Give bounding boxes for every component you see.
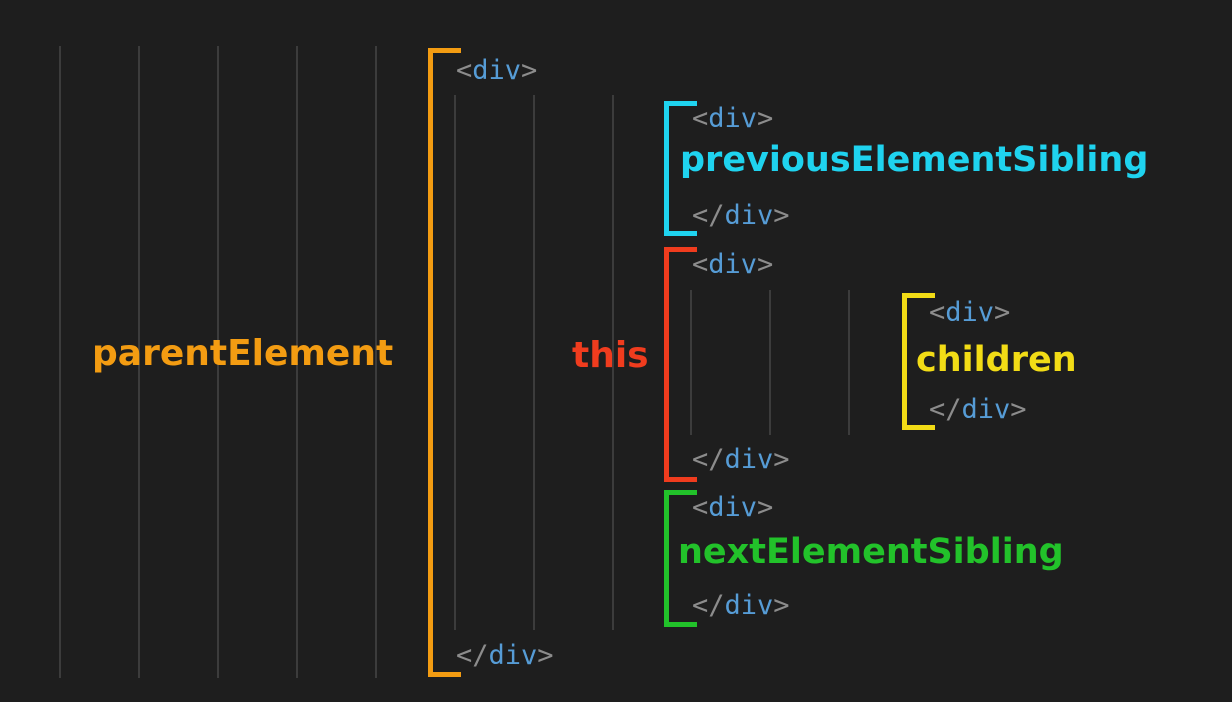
indent-guide — [454, 95, 456, 630]
tag-bracket: < — [692, 492, 709, 523]
tag-bracket: > — [757, 103, 774, 134]
tag-name: div — [724, 200, 774, 231]
previous-open-tag: <div> — [692, 104, 773, 134]
tag-bracket: </ — [692, 590, 725, 621]
children-open-tag: <div> — [929, 298, 1010, 328]
previous-element-sibling-bracket — [664, 101, 697, 236]
children-label: children — [916, 340, 1077, 380]
parent-open-tag: <div> — [456, 56, 537, 86]
tag-bracket: > — [521, 55, 538, 86]
tag-bracket: </ — [692, 200, 725, 231]
tag-name: div — [961, 394, 1011, 425]
parent-element-label: parentElement — [92, 333, 394, 374]
parent-close-tag: </div> — [456, 641, 554, 671]
tag-name: div — [488, 640, 538, 671]
tag-name: div — [708, 249, 758, 280]
tag-bracket: < — [929, 297, 946, 328]
tag-bracket: > — [773, 590, 790, 621]
indent-guide — [296, 46, 298, 678]
indent-guide — [375, 46, 377, 678]
children-bracket — [902, 293, 935, 430]
tag-bracket: > — [994, 297, 1011, 328]
indent-guide — [217, 46, 219, 678]
this-close-tag: </div> — [692, 445, 790, 475]
tag-bracket: </ — [692, 444, 725, 475]
indent-guide — [533, 95, 535, 630]
tag-bracket: > — [537, 640, 554, 671]
tag-name: div — [708, 492, 758, 523]
indent-guide — [138, 46, 140, 678]
tag-name: div — [724, 590, 774, 621]
tag-bracket: > — [1010, 394, 1027, 425]
tag-bracket: </ — [456, 640, 489, 671]
tag-bracket: < — [456, 55, 473, 86]
tag-bracket: > — [757, 249, 774, 280]
next-close-tag: </div> — [692, 591, 790, 621]
this-label: this — [572, 335, 649, 376]
tag-bracket: > — [773, 200, 790, 231]
this-bracket — [664, 247, 697, 482]
parent-element-bracket — [428, 48, 461, 677]
tag-bracket: </ — [929, 394, 962, 425]
tag-name: div — [724, 444, 774, 475]
this-open-tag: <div> — [692, 250, 773, 280]
indent-guide — [769, 290, 771, 435]
tag-name: div — [945, 297, 995, 328]
indent-guide — [690, 290, 692, 435]
indent-guide — [59, 46, 61, 678]
next-element-sibling-bracket — [664, 490, 697, 627]
tag-bracket: > — [757, 492, 774, 523]
indent-guide — [848, 290, 850, 435]
next-element-sibling-label: nextElementSibling — [678, 532, 1064, 572]
children-close-tag: </div> — [929, 395, 1027, 425]
indent-guide — [612, 95, 614, 630]
previous-element-sibling-label: previousElementSibling — [680, 140, 1149, 180]
tag-name: div — [708, 103, 758, 134]
previous-close-tag: </div> — [692, 201, 790, 231]
tag-name: div — [472, 55, 522, 86]
tag-bracket: < — [692, 249, 709, 280]
next-open-tag: <div> — [692, 493, 773, 523]
tag-bracket: > — [773, 444, 790, 475]
tag-bracket: < — [692, 103, 709, 134]
